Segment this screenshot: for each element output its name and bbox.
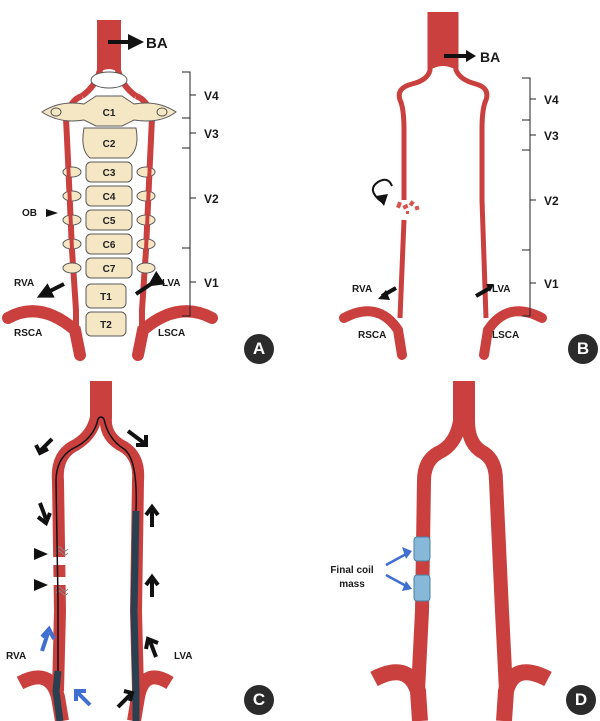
panel-d-diagram: Final coil mass bbox=[300, 361, 600, 721]
panel-b-diagram: BA V4 V3 V2 V1 RVA LVA RSCA LSCA bbox=[300, 0, 600, 360]
label-v2: V2 bbox=[204, 192, 219, 206]
coil-mass-upper bbox=[414, 537, 430, 561]
label-v1: V1 bbox=[544, 277, 559, 291]
dissection-fragments bbox=[396, 200, 419, 214]
left-vertebral-artery bbox=[468, 381, 506, 691]
label-lva: LVA bbox=[162, 278, 181, 289]
label-c3: C3 bbox=[103, 168, 116, 179]
bracket-v1 bbox=[522, 250, 536, 316]
panel-d-badge: D bbox=[566, 685, 596, 715]
label-rva: RVA bbox=[6, 651, 26, 662]
bracket-v3 bbox=[182, 118, 196, 148]
panel-c: RVA LVA C bbox=[0, 361, 300, 721]
panel-a-badge: A bbox=[244, 334, 274, 364]
panel-b: BA V4 V3 V2 V1 RVA LVA RSCA LSCA B bbox=[300, 0, 600, 360]
bracket-v3 bbox=[522, 120, 536, 150]
label-c5: C5 bbox=[103, 216, 116, 227]
bracket-v4 bbox=[522, 78, 536, 120]
label-v4: V4 bbox=[544, 93, 559, 107]
panel-c-badge: C bbox=[244, 685, 274, 715]
label-v2: V2 bbox=[544, 194, 559, 208]
guide-catheter bbox=[134, 511, 136, 721]
bracket-v2 bbox=[182, 148, 196, 248]
bracket-v2 bbox=[522, 150, 536, 250]
label-v4: V4 bbox=[204, 89, 219, 103]
label-ba: BA bbox=[146, 35, 168, 52]
label-c7: C7 bbox=[103, 264, 116, 275]
coil-mass-lower bbox=[414, 575, 430, 601]
foramen-magnum bbox=[91, 72, 127, 88]
flow-arrows-blue bbox=[42, 629, 90, 705]
label-c6: C6 bbox=[103, 240, 116, 251]
label-lva: LVA bbox=[174, 651, 193, 662]
label-v3: V3 bbox=[544, 129, 559, 143]
label-lva: LVA bbox=[492, 284, 511, 295]
label-v1: V1 bbox=[204, 276, 219, 290]
label-t2: T2 bbox=[100, 320, 112, 331]
guide-catheter-right bbox=[56, 671, 60, 721]
ob-arrow bbox=[46, 209, 58, 217]
label-lsca: LSCA bbox=[158, 328, 185, 339]
panel-a-diagram: C1 C2 C3 C4 C5 C6 C7 T1 T2 BA V4 V3 V2 V… bbox=[0, 0, 300, 360]
label-v3: V3 bbox=[204, 127, 219, 141]
coil-label-line1: Final coil bbox=[330, 565, 374, 576]
panel-c-diagram: RVA LVA bbox=[0, 361, 300, 721]
coil-label-line2: mass bbox=[339, 579, 365, 590]
label-rsca: RSCA bbox=[358, 330, 386, 341]
rva-arrow bbox=[44, 284, 64, 294]
right-vertebral-artery bbox=[58, 381, 96, 691]
label-ba: BA bbox=[480, 49, 500, 65]
label-rva: RVA bbox=[352, 284, 372, 295]
bracket-v4 bbox=[182, 72, 196, 118]
label-t1: T1 bbox=[100, 292, 112, 303]
label-c4: C4 bbox=[103, 192, 116, 203]
label-ob: OB bbox=[22, 208, 37, 219]
panel-b-badge: B bbox=[568, 334, 598, 364]
label-c2: C2 bbox=[103, 139, 116, 150]
right-vertebral-artery bbox=[418, 381, 460, 691]
label-rva: RVA bbox=[14, 278, 34, 289]
panel-d: Final coil mass D bbox=[300, 361, 600, 721]
panel-a: C1 C2 C3 C4 C5 C6 C7 T1 T2 BA V4 V3 V2 V… bbox=[0, 0, 300, 360]
label-lsca: LSCA bbox=[492, 330, 519, 341]
label-c1: C1 bbox=[103, 108, 116, 119]
right-vertebral-artery bbox=[399, 12, 430, 318]
label-rsca: RSCA bbox=[14, 328, 42, 339]
